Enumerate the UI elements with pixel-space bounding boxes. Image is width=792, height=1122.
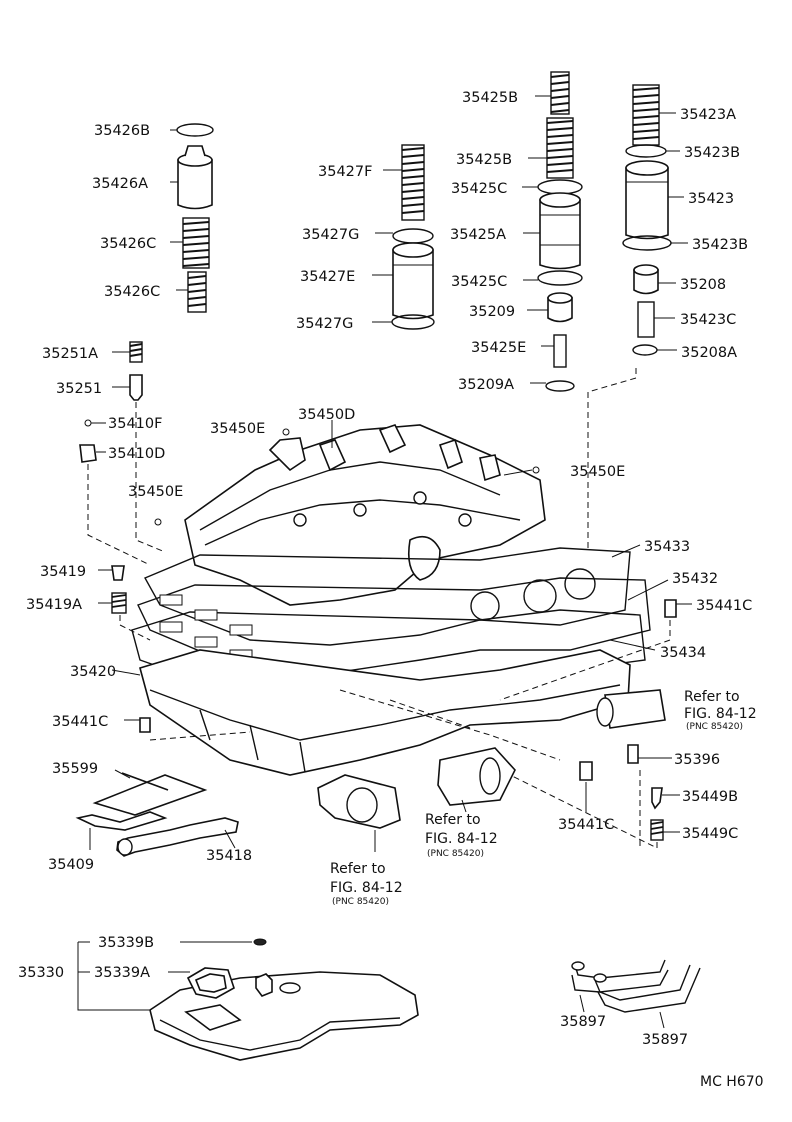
label-35897-left: 35897 — [560, 1014, 606, 1030]
label-35897-right: 35897 — [642, 1032, 688, 1048]
label-35433: 35433 — [644, 539, 690, 555]
label-35427G-lower: 35427G — [296, 316, 353, 332]
valve-body-lower — [111, 649, 631, 776]
label-35449B: 35449B — [682, 789, 738, 805]
ref-middle-pnc: (PNC 85420) — [427, 849, 484, 859]
label-35450E-right: 35450E — [570, 464, 625, 480]
part-right-small-group — [479, 599, 692, 849]
solenoids — [317, 747, 516, 852]
ref-left-line2: FIG. 84-12 — [330, 880, 403, 896]
label-35423: 35423 — [688, 191, 734, 207]
label-35423B-upper: 35423B — [684, 145, 740, 161]
label-35425A: 35425A — [450, 227, 506, 243]
label-35441C-left: 35441C — [52, 714, 108, 730]
label-35339A: 35339A — [94, 965, 150, 981]
part-35425-group — [522, 71, 583, 392]
label-35450E-left: 35450E — [128, 484, 183, 500]
label-35427E: 35427E — [300, 269, 355, 285]
part-labels: 35426B 35426A 35426C 35426C 35427F 35427… — [18, 90, 752, 1048]
label-35427G-upper: 35427G — [302, 227, 359, 243]
label-35419: 35419 — [40, 564, 86, 580]
label-35426C-upper: 35426C — [100, 236, 156, 252]
label-35425C-upper: 35425C — [451, 181, 507, 197]
label-35423B-lower: 35423B — [692, 237, 748, 253]
part-35426-group — [170, 123, 214, 313]
oil-strainer — [77, 938, 419, 1061]
label-35434: 35434 — [660, 645, 706, 661]
label-35420: 35420 — [70, 664, 116, 680]
ref-left-line1: Refer to — [330, 861, 386, 877]
label-35423C: 35423C — [680, 312, 736, 328]
label-35410D: 35410D — [108, 446, 165, 462]
label-35209: 35209 — [469, 304, 515, 320]
ref-right-line2: FIG. 84-12 — [684, 706, 757, 722]
label-35426C-lower: 35426C — [104, 284, 160, 300]
label-35208A: 35208A — [681, 345, 737, 361]
label-35396: 35396 — [674, 752, 720, 768]
label-35449C: 35449C — [682, 826, 738, 842]
ref-right-line1: Refer to — [684, 689, 740, 705]
label-35209A: 35209A — [458, 377, 514, 393]
label-35427F: 35427F — [318, 164, 372, 180]
label-35330: 35330 — [18, 965, 64, 981]
ref-left-pnc: (PNC 85420) — [332, 897, 389, 907]
reference-notes: Refer to FIG. 84-12 (PNC 85420) Refer to… — [330, 689, 757, 907]
oil-pipes — [571, 959, 701, 1029]
label-35441C-right: 35441C — [696, 598, 752, 614]
label-35599: 35599 — [52, 761, 98, 777]
label-35409: 35409 — [48, 857, 94, 873]
part-left-small-group — [79, 341, 166, 641]
label-35251A: 35251A — [42, 346, 98, 362]
label-35410F: 35410F — [108, 416, 162, 432]
label-35425B-lower: 35425B — [456, 152, 512, 168]
label-35432: 35432 — [672, 571, 718, 587]
ref-middle-line2: FIG. 84-12 — [425, 831, 498, 847]
label-35251: 35251 — [56, 381, 102, 397]
diagram-code: MC H670 — [700, 1074, 764, 1090]
ref-right-pnc: (PNC 85420) — [686, 722, 743, 732]
label-35450D: 35450D — [298, 407, 355, 423]
label-35425B-upper: 35425B — [462, 90, 518, 106]
label-35418: 35418 — [206, 848, 252, 864]
label-35425C-lower: 35425C — [451, 274, 507, 290]
label-35208: 35208 — [680, 277, 726, 293]
valve-body-upper — [184, 420, 546, 606]
label-35423A: 35423A — [680, 107, 736, 123]
lower-left-parts — [75, 769, 239, 857]
ref-middle-line1: Refer to — [425, 812, 481, 828]
part-35423-group — [587, 84, 688, 548]
label-35450E-top: 35450E — [210, 421, 265, 437]
label-35426B: 35426B — [94, 123, 150, 139]
label-35441C-bottom: 35441C — [558, 817, 614, 833]
label-35426A: 35426A — [92, 176, 148, 192]
label-35425E: 35425E — [471, 340, 526, 356]
label-35419A: 35419A — [26, 597, 82, 613]
part-35427-group — [372, 144, 435, 330]
label-35339B: 35339B — [98, 935, 154, 951]
